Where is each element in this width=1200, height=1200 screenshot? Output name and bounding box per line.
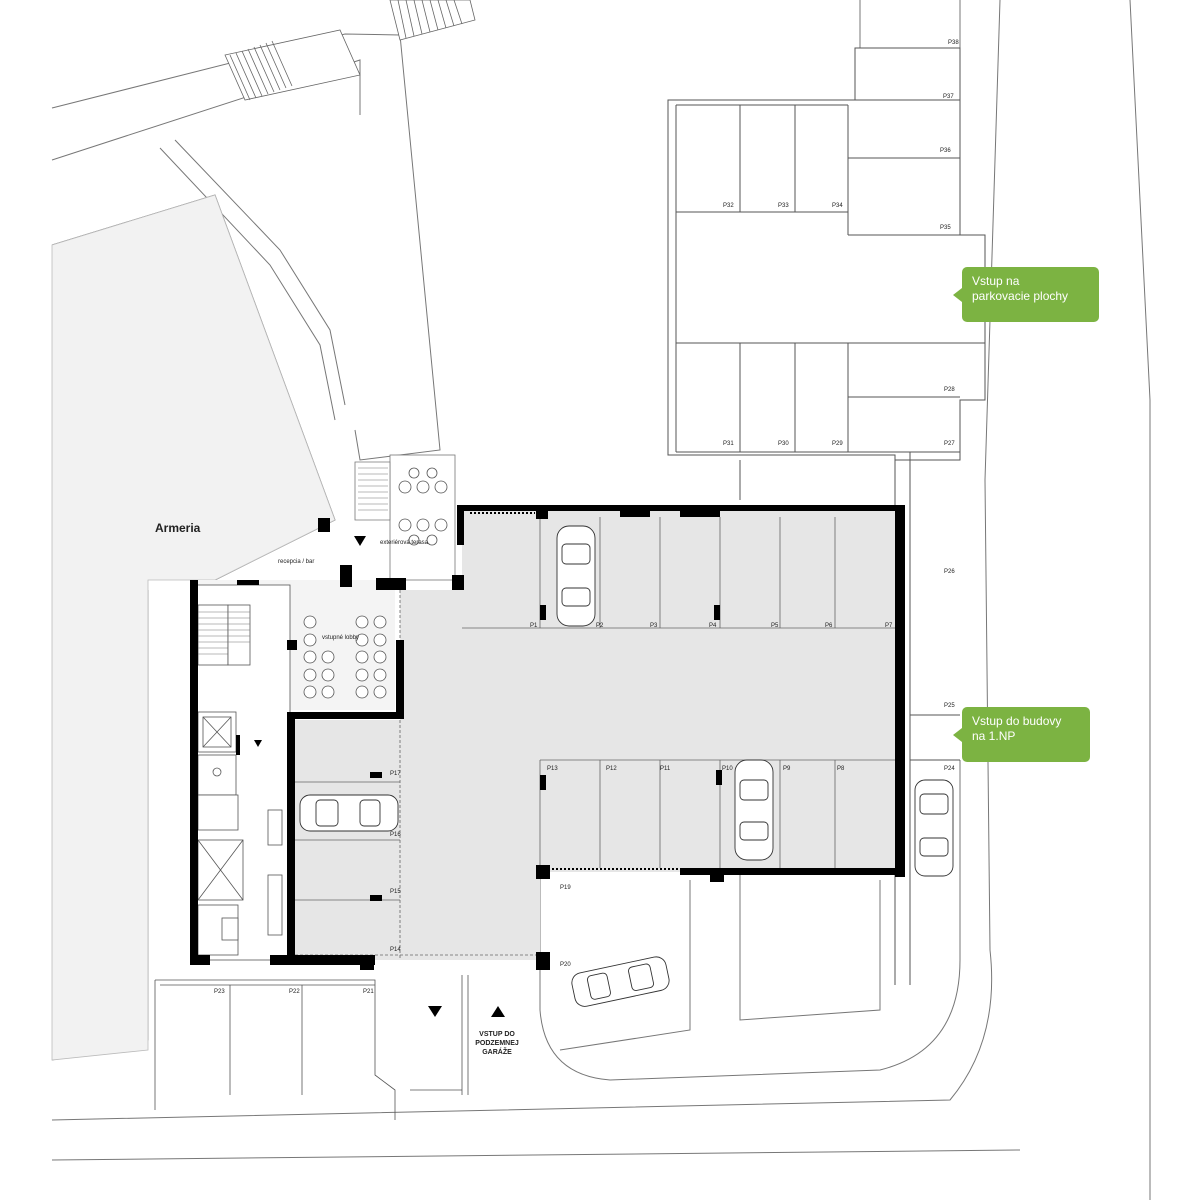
spot-label: P4 — [709, 623, 717, 629]
spot-label: P23 — [214, 989, 225, 995]
spot-label: P6 — [825, 623, 833, 629]
spot-label: P1 — [530, 623, 538, 629]
callout-pointer-icon — [953, 287, 962, 302]
outer-parking-area — [667, 47, 986, 461]
spot-label: P10 — [722, 766, 733, 772]
spot-label: P20 — [560, 962, 571, 968]
spot-label: P2 — [596, 623, 604, 629]
spot-label: P38 — [948, 40, 959, 46]
arrow-up-icon — [491, 1006, 505, 1017]
spot-label: P11 — [660, 766, 671, 772]
callout-line-1: Vstup na — [972, 274, 1020, 288]
car-p24 — [914, 779, 954, 877]
spot-label: P30 — [778, 441, 789, 447]
spot-label: P33 — [778, 203, 789, 209]
spot-label: P35 — [940, 225, 951, 231]
garage-entry-line-3: GARÁŽE — [482, 1047, 512, 1056]
spot-label: P14 — [390, 947, 401, 953]
car-p16 — [299, 794, 399, 832]
parked-cars — [299, 525, 954, 1007]
structural-walls — [190, 505, 905, 970]
callout-line-1: Vstup do budovy — [972, 714, 1062, 728]
entry-arrows — [254, 536, 505, 1017]
callout-line-2: parkovacie plochy — [972, 289, 1069, 303]
lobby-label: vstupné lobby — [322, 635, 359, 641]
garage-entry-line-1: VSTUP DO — [479, 1031, 515, 1038]
spot-label: P13 — [547, 766, 558, 772]
car-p2 — [556, 525, 596, 627]
spot-label: P5 — [771, 623, 779, 629]
spot-label: P9 — [783, 766, 791, 772]
parking-entrance-callout: Vstup na parkovacie plochy — [953, 267, 1099, 322]
spot-label: P16 — [390, 832, 401, 838]
building-entrance-callout: Vstup do budovy na 1.NP — [953, 707, 1090, 762]
arrow-down-icon — [354, 536, 366, 546]
arrow-down-icon — [428, 1006, 442, 1017]
spot-label: P12 — [606, 766, 617, 772]
service-core — [194, 584, 291, 961]
armeria-label: Armeria — [155, 521, 201, 535]
garage-entry-line-2: PODZEMNEJ — [475, 1040, 519, 1047]
spot-label: P3 — [650, 623, 658, 629]
spot-label: P24 — [944, 766, 955, 772]
spot-label: P32 — [723, 203, 734, 209]
car-p10 — [734, 759, 774, 861]
spot-label: P27 — [944, 441, 955, 447]
spot-label: P31 — [723, 441, 734, 447]
armeria-building — [51, 194, 336, 1061]
callout-line-2: na 1.NP — [972, 729, 1016, 743]
callout-pointer-icon — [953, 727, 962, 742]
spot-label: P37 — [943, 94, 954, 100]
terasa-label: exteriérová terasa — [380, 540, 429, 546]
spot-label: P36 — [940, 148, 951, 154]
spot-label: P21 — [363, 989, 374, 995]
spot-label: P19 — [560, 885, 571, 891]
spot-label: P25 — [944, 703, 955, 709]
south-parking-row — [154, 975, 469, 1120]
spot-label: P34 — [832, 203, 843, 209]
spot-label: P15 — [390, 889, 401, 895]
stairs-top — [224, 0, 476, 101]
garage-gates — [470, 512, 680, 870]
car-p20 — [571, 956, 670, 1007]
arrow-down-icon — [254, 740, 262, 747]
spot-label: P26 — [944, 569, 955, 575]
spot-label: P22 — [289, 989, 300, 995]
recepcia-label: recepcia / bar — [278, 559, 314, 565]
spot-label: P17 — [390, 771, 401, 777]
spot-label: P8 — [837, 766, 845, 772]
spot-label: P28 — [944, 387, 955, 393]
spot-label: P29 — [832, 441, 843, 447]
spot-label: P7 — [885, 623, 893, 629]
